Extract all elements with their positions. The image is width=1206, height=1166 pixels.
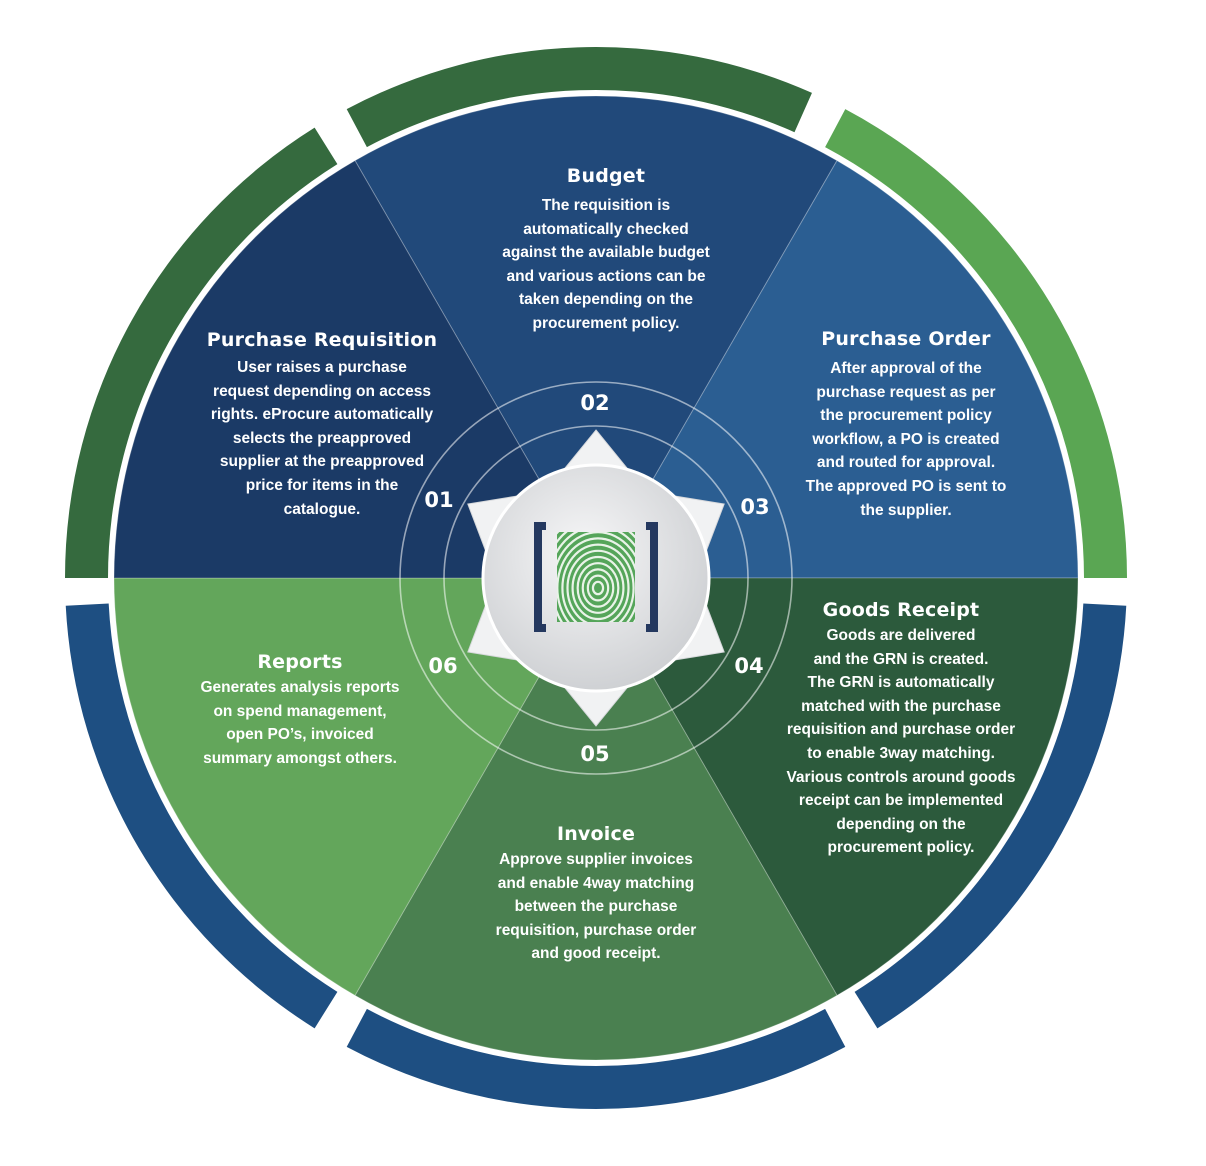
segment-description: Approve supplier invoices and enable 4wa… xyxy=(495,851,697,963)
sector-reports xyxy=(113,577,597,997)
segment-description: Generates analysis reports on spend mana… xyxy=(200,679,400,767)
outer-ring-arc-5 xyxy=(346,1008,846,1109)
segment-title: Reports xyxy=(257,651,343,673)
fingerprint-ridge xyxy=(571,555,625,621)
fingerprint-ridge xyxy=(576,562,620,614)
segment-title: Invoice xyxy=(556,823,636,845)
inner-ring-inner xyxy=(443,425,749,731)
fingerprint-logo-icon xyxy=(534,522,658,632)
outer-ring-arc-6 xyxy=(65,603,338,1029)
segment-number-03: 03 xyxy=(740,495,770,519)
segment-reports: Reports Generates analysis reports on sp… xyxy=(150,650,450,770)
fingerprint-ridge xyxy=(581,568,615,608)
sector-budget xyxy=(354,95,838,579)
segment-title: Budget xyxy=(566,165,646,187)
segment-title: Purchase Order xyxy=(821,328,991,350)
fingerprint-ridge xyxy=(566,549,630,622)
segment-title: Goods Receipt xyxy=(822,599,980,621)
segment-description: User raises a purchase request depending… xyxy=(210,359,434,518)
outer-ring-arc-2 xyxy=(346,46,812,148)
segment-purchase-requisition: Purchase Requisition User raises a purch… xyxy=(162,328,482,521)
outer-ring-arc-4 xyxy=(854,603,1127,1029)
segment-invoice: Invoice Approve supplier invoices and en… xyxy=(436,822,756,966)
fingerprint-ridge xyxy=(591,580,605,596)
segment-description: Goods are delivered and the GRN is creat… xyxy=(786,627,1016,857)
segment-goods-receipt: Goods Receipt Goods are delivered and th… xyxy=(726,598,1076,860)
outer-ring-arc-1 xyxy=(65,127,338,578)
inner-ring-outer xyxy=(399,381,793,775)
fingerprint-ridge xyxy=(561,543,635,622)
segment-description: After approval of the purchase request a… xyxy=(805,360,1007,519)
sector-invoice xyxy=(354,577,838,1061)
segment-budget: Budget The requisition is automatically … xyxy=(456,164,756,336)
segment-number-06: 06 xyxy=(428,654,458,678)
segment-purchase-order: Purchase Order After approval of the pur… xyxy=(756,327,1056,522)
sector-purchase-order xyxy=(595,159,1079,579)
segment-number-02: 02 xyxy=(580,391,610,415)
segment-sectors xyxy=(113,95,1079,1061)
segment-number-04: 04 xyxy=(734,654,764,678)
segment-description: The requisition is automatically checked… xyxy=(502,197,710,332)
sector-purchase-requisition xyxy=(113,159,597,579)
outer-ring xyxy=(65,46,1127,1109)
inner-rings xyxy=(399,381,793,775)
outer-ring-arc-3 xyxy=(825,109,1127,578)
fingerprint-ridge xyxy=(557,537,635,622)
segment-title: Purchase Requisition xyxy=(206,329,438,351)
segment-number-01: 01 xyxy=(424,488,454,512)
fingerprint-ridge xyxy=(586,574,610,602)
left-bracket-icon xyxy=(534,522,546,632)
fingerprint-ridge xyxy=(557,532,635,622)
sector-goods-receipt xyxy=(595,577,1079,997)
segment-number-05: 05 xyxy=(580,742,610,766)
right-bracket-icon xyxy=(646,522,658,632)
